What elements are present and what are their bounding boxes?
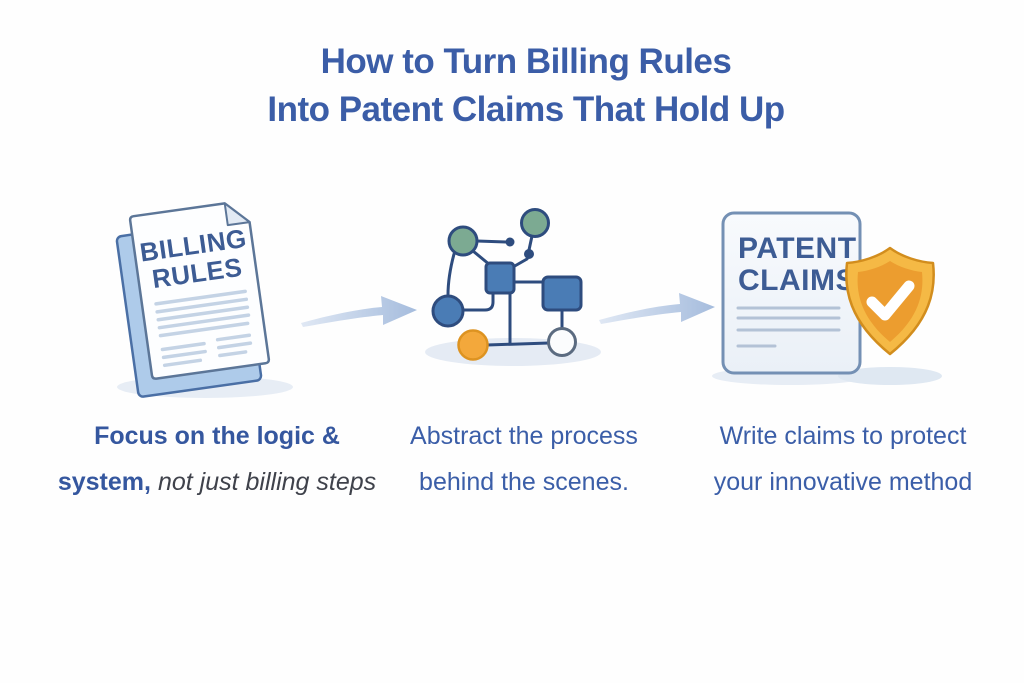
caption-2-line-2: behind the scenes. <box>419 468 629 496</box>
orange-circle-node <box>457 329 489 361</box>
caption-1-emphasis: system, <box>57 468 151 496</box>
caption-1-line-2: system,not just billing steps <box>28 459 406 505</box>
white-circle-node <box>547 327 577 357</box>
green-circle-node <box>447 225 479 257</box>
arrow-shape <box>599 293 715 324</box>
document-text-lines <box>154 289 253 368</box>
connector-dot <box>505 237 515 247</box>
checkmark-icon <box>866 280 915 321</box>
caption-1-italic: not just billing steps <box>157 468 377 496</box>
caption-1-line-1: Focus on the logic & <box>94 422 340 450</box>
caption-step-3: Write claims to protect your innovative … <box>690 413 996 505</box>
caption-step-1: Focus on the logic & system,not just bil… <box>28 413 406 505</box>
shield-shadow <box>838 367 942 385</box>
patent-doc-label-line2: CLAIMS <box>738 264 856 297</box>
arrow-shape <box>301 296 417 327</box>
page-title-line-1: How to Turn Billing Rules <box>320 42 732 81</box>
green-circle-node <box>520 208 550 238</box>
blue-circle-node <box>431 294 465 328</box>
page-title: How to Turn Billing Rules Into Patent Cl… <box>14 38 1024 134</box>
patent-doc-label-line1: PATENT <box>738 232 857 265</box>
caption-step-2: Abstract the process behind the scenes. <box>388 413 660 505</box>
caption-2-line-1: Abstract the process <box>410 422 638 450</box>
process-flowchart-icon <box>425 208 601 366</box>
folded-corner <box>223 202 251 227</box>
patent-claims-document-with-shield-icon: PATENT CLAIMS <box>712 211 942 385</box>
shield-check-icon <box>845 246 935 356</box>
page-title-line-2: Into Patent Claims That Hold Up <box>267 90 785 129</box>
caption-3-line-2: your innovative method <box>713 468 973 496</box>
billing-rules-document-icon: BILLING RULES <box>115 202 293 398</box>
caption-3-line-1: Write claims to protect <box>719 422 967 450</box>
document-text-lines <box>736 306 841 348</box>
blue-square-node <box>541 275 583 312</box>
arrow-right-icon <box>301 296 417 327</box>
document-stack: BILLING RULES <box>115 202 271 398</box>
blue-square-node <box>484 261 516 295</box>
arrow-right-icon <box>599 293 715 324</box>
connector-dot <box>524 249 534 259</box>
